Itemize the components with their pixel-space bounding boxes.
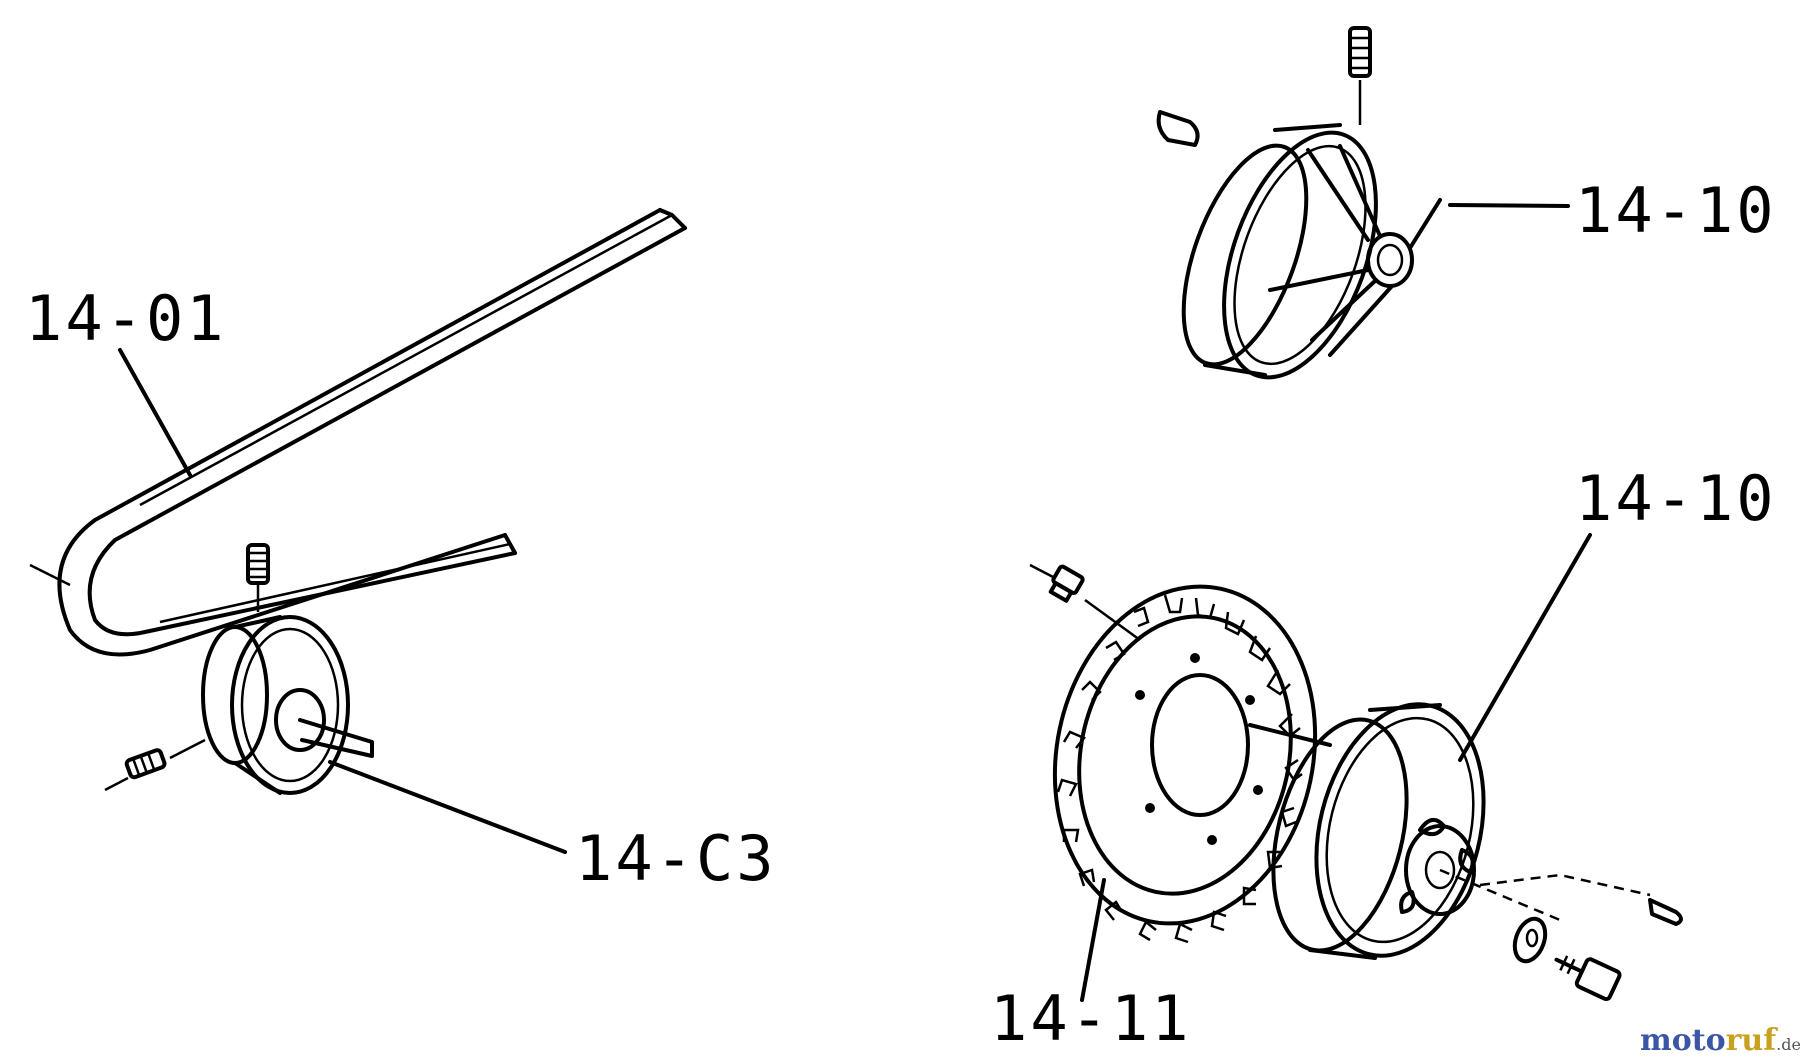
leader-line-small-pulley [328,760,567,854]
gear-sprocket [1029,563,1318,944]
leader-line-sprocket [1080,878,1106,1002]
watermark-ruf: ruf [1726,1023,1779,1058]
label-upper-pulley: 14-10 [1575,174,1777,247]
upper-pulley [1156,26,1442,380]
label-small-pulley: 14-C3 [575,822,777,895]
small-pulley [104,543,374,795]
watermark-logo: motoruf.de [1640,1023,1800,1058]
leader-line-upper-pulley [1448,203,1570,208]
watermark-moto: moto [1640,1023,1726,1058]
label-lower-pulley: 14-10 [1575,462,1777,535]
leader-line-belt [118,348,192,477]
lower-pulley [1248,702,1683,1002]
v-belt [29,208,687,657]
leader-line-lower-pulley [1458,533,1592,762]
label-belt: 14-01 [25,282,227,355]
label-sprocket: 14-11 [990,982,1192,1055]
watermark-suffix: .de [1776,1035,1800,1054]
